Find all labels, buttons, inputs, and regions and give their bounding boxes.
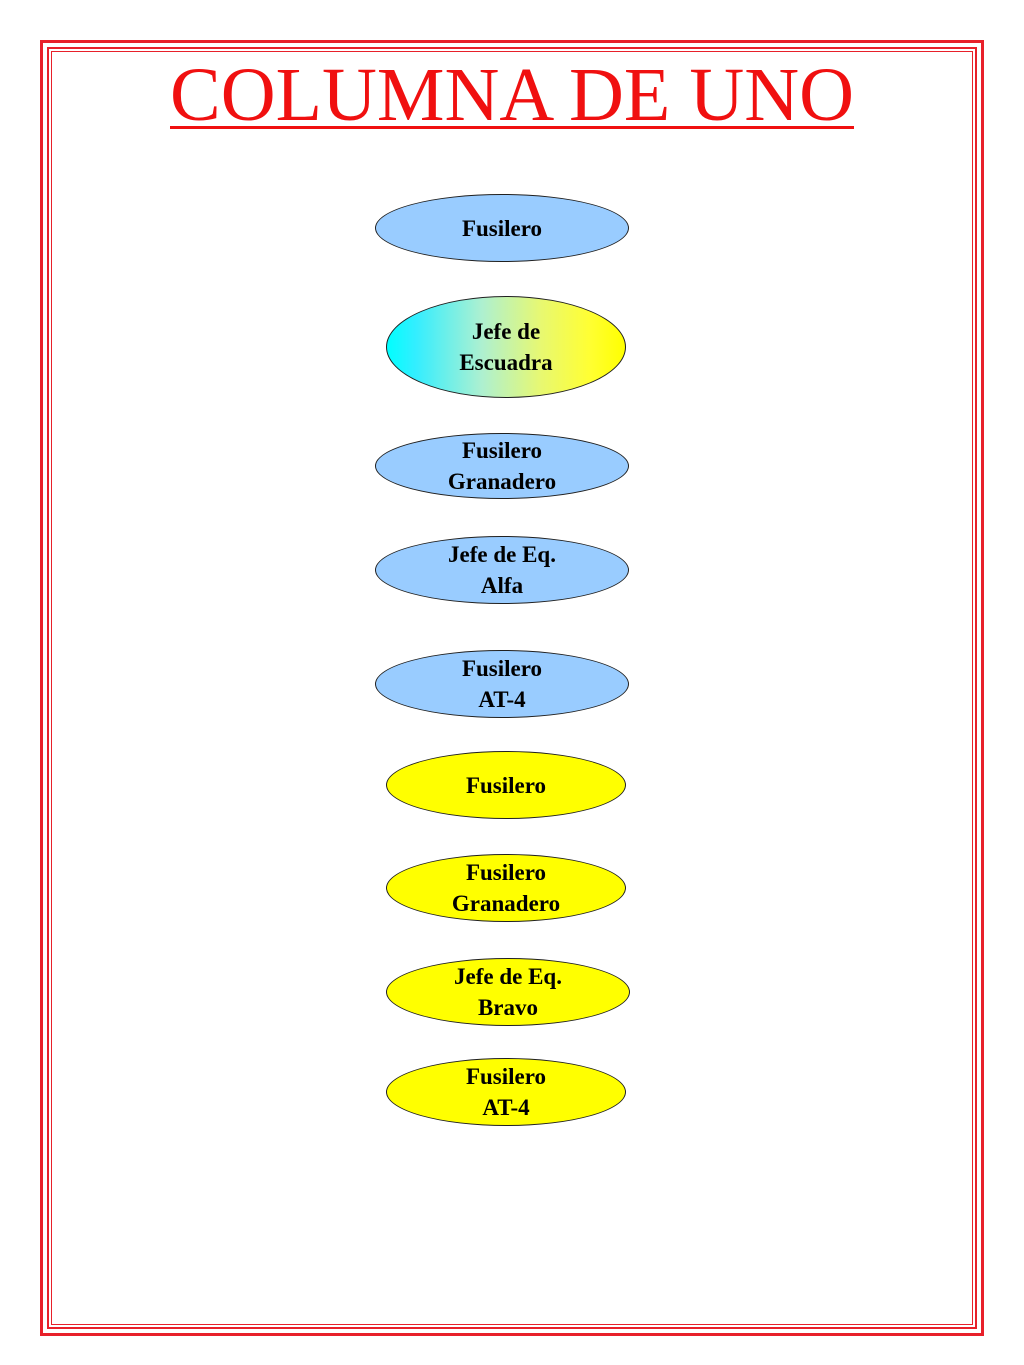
node-fusilero-at4-1: Fusilero AT-4 (375, 650, 629, 718)
node-jefe-eq-alfa: Jefe de Eq. Alfa (375, 536, 629, 604)
page-title-text: COLUMNA DE UNO (170, 53, 854, 137)
node-fusilero-granadero-1: Fusilero Granadero (375, 433, 629, 499)
page-border-inner (51, 51, 973, 1325)
node-fusilero-granadero-2: Fusilero Granadero (386, 854, 626, 922)
node-jefe-eq-bravo: Jefe de Eq. Bravo (386, 958, 630, 1026)
node-fusilero-at4-2: Fusilero AT-4 (386, 1058, 626, 1126)
page-border-outer (40, 40, 984, 1336)
node-jefe-de-escuadra: Jefe de Escuadra (386, 296, 626, 398)
page-border-middle (47, 47, 977, 1329)
node-fusilero-1: Fusilero (375, 194, 629, 262)
page-title: COLUMNA DE UNO (0, 52, 1024, 138)
node-fusilero-2: Fusilero (386, 751, 626, 819)
